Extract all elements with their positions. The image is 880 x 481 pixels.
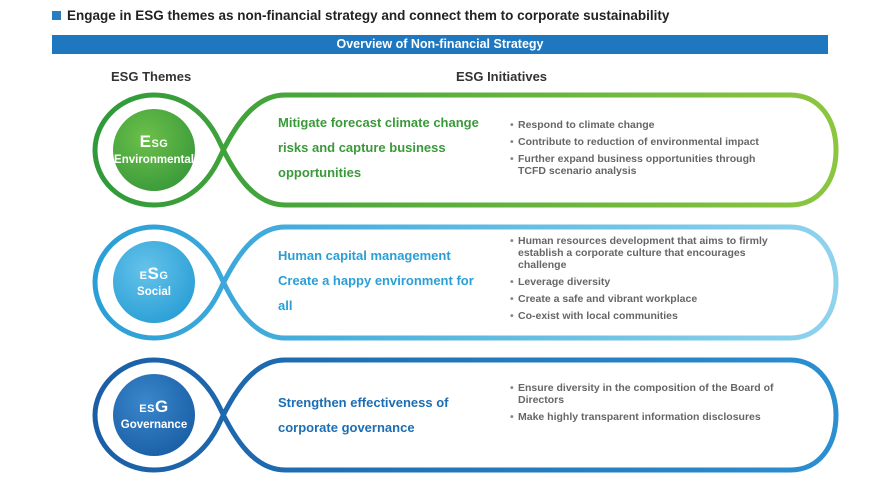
- list-item: Make highly transparent information disc…: [510, 411, 780, 423]
- initiatives-environmental: Respond to climate change Contribute to …: [510, 119, 780, 182]
- environmental-loop: [92, 92, 839, 208]
- governance-loop: [92, 357, 839, 473]
- list-item: Ensure diversity in the composition of t…: [510, 382, 780, 406]
- list-item: Further expand business opportunities th…: [510, 153, 780, 177]
- governance-circle: [113, 374, 195, 456]
- headline-text: Engage in ESG themes as non-financial st…: [67, 8, 670, 23]
- social-loop: [92, 224, 839, 341]
- headline: Engage in ESG themes as non-financial st…: [52, 8, 669, 23]
- social-circle: [113, 241, 195, 323]
- list-item: Respond to climate change: [510, 119, 780, 131]
- initiatives-social: Human resources development that aims to…: [510, 235, 780, 327]
- strategy-governance: Strengthen effectiveness of corporate go…: [278, 395, 449, 435]
- esg-mark-environmental: ESG: [139, 132, 169, 151]
- list-item: Leverage diversity: [510, 276, 780, 288]
- list-item: Contribute to reduction of environmental…: [510, 136, 780, 148]
- list-item: Create a safe and vibrant workplace: [510, 293, 780, 305]
- theme-name: Environmental: [114, 154, 194, 166]
- initiatives-governance: Ensure diversity in the composition of t…: [510, 382, 780, 428]
- theme-name: Social: [137, 286, 171, 298]
- social-theme-label: ESG Social: [112, 264, 196, 299]
- column-header-initiatives: ESG Initiatives: [456, 69, 548, 84]
- esg-mark-governance: ESG: [139, 397, 169, 416]
- list-item: Human resources development that aims to…: [510, 235, 780, 271]
- governance-theme-label: ESG Governance: [112, 397, 196, 432]
- list-item: Co-exist with local communities: [510, 310, 780, 322]
- esg-mark-social: ESG: [139, 264, 169, 283]
- bullet-square-icon: [52, 11, 61, 20]
- theme-name: Governance: [120, 419, 188, 431]
- overview-banner: Overview of Non-financial Strategy: [52, 35, 828, 54]
- strategy-social: Human capital management Create a happy …: [278, 248, 474, 313]
- column-header-themes: ESG Themes: [111, 69, 192, 84]
- strategy-environmental: Mitigate forecast climate change risks a…: [278, 115, 479, 180]
- environmental-theme-label: ESG Environmental: [112, 132, 196, 167]
- environmental-circle: [113, 109, 195, 191]
